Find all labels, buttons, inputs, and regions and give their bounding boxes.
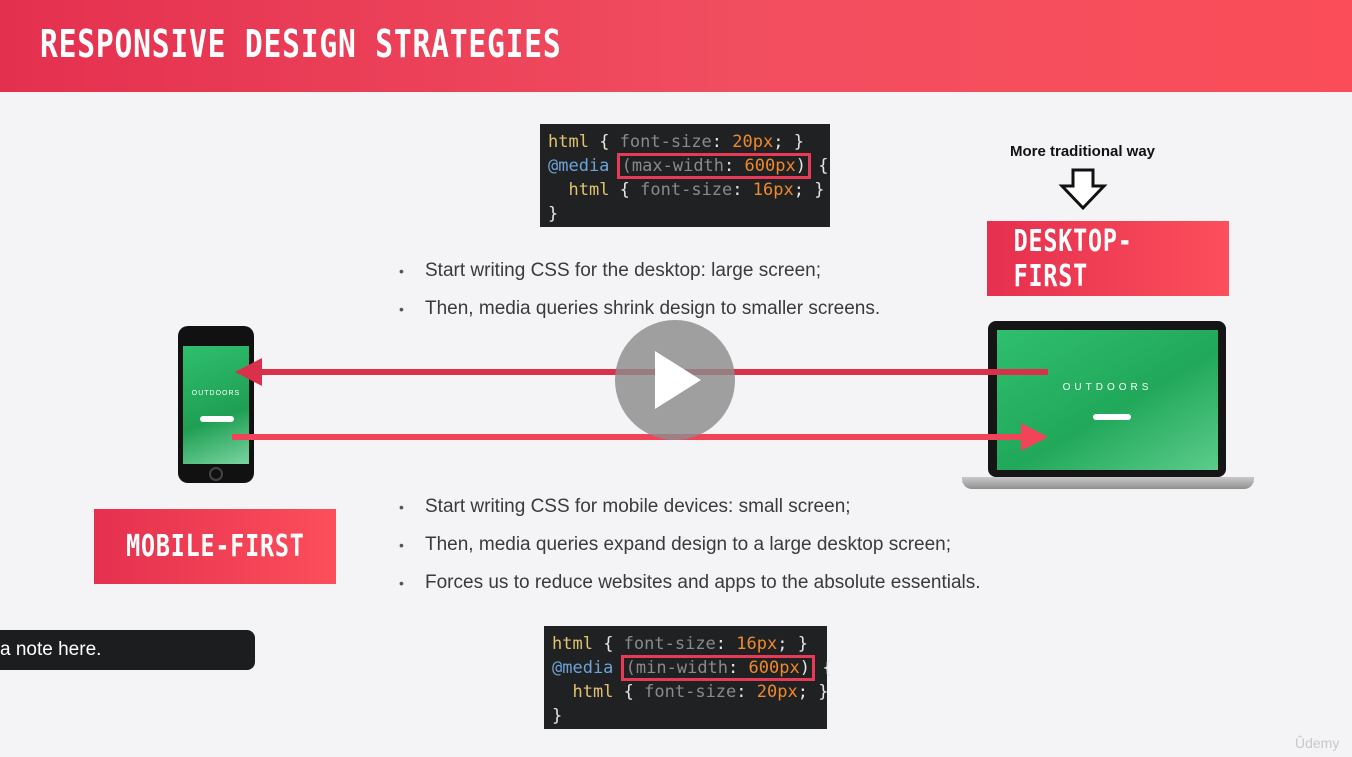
laptop-brand-text: OUTDOORS bbox=[1062, 382, 1153, 393]
slide-header: RESPONSIVE DESIGN STRATEGIES bbox=[0, 0, 1352, 92]
arrow-down-icon bbox=[1058, 168, 1108, 211]
code-token: 16px bbox=[752, 180, 794, 200]
phone-screen: OUTDOORS bbox=[183, 346, 249, 464]
code-token: font-size bbox=[623, 634, 716, 654]
highlighted-media-condition: (max-width: 600px) bbox=[616, 153, 811, 179]
udemy-watermark: Ûdemy bbox=[1295, 735, 1340, 751]
mobile-first-label: MOBILE-FIRST bbox=[94, 509, 336, 584]
play-icon bbox=[655, 351, 701, 409]
code-token: { bbox=[588, 132, 620, 152]
code-token: 20px bbox=[756, 682, 798, 702]
code-token: ) bbox=[795, 156, 806, 176]
code-token: @media bbox=[548, 156, 610, 176]
phone-cta-shape bbox=[200, 416, 234, 422]
code-token: : bbox=[736, 682, 757, 702]
code-token: : bbox=[728, 658, 749, 678]
code-token: { bbox=[613, 682, 645, 702]
code-token bbox=[552, 682, 572, 702]
code-token: } bbox=[552, 706, 563, 726]
code-token: { bbox=[592, 634, 624, 654]
code-token: 16px bbox=[736, 634, 778, 654]
arrow-left-head bbox=[235, 358, 262, 386]
desktop-first-label-text: DESKTOP-FIRST bbox=[1013, 223, 1133, 294]
list-item: Forces us to reduce websites and apps to… bbox=[399, 571, 981, 609]
phone-home-button bbox=[209, 467, 223, 481]
code-token bbox=[613, 658, 623, 678]
code-token: (max-width bbox=[621, 156, 725, 176]
laptop-cta-shape bbox=[1093, 414, 1131, 420]
code-snippet-desktop-first: html { font-size: 20px; } @media (max-wi… bbox=[540, 124, 830, 227]
code-token: ; } bbox=[793, 180, 825, 200]
code-token: { bbox=[811, 658, 833, 678]
highlighted-media-condition: (min-width: 600px) bbox=[620, 655, 815, 681]
laptop-lid: OUTDOORS bbox=[988, 321, 1226, 477]
code-token: (min-width bbox=[625, 658, 729, 678]
list-item: Then, media queries shrink design to sma… bbox=[399, 297, 880, 335]
slide-title: RESPONSIVE DESIGN STRATEGIES bbox=[40, 22, 562, 66]
code-token: ; } bbox=[797, 682, 829, 702]
list-item: Start writing CSS for the desktop: large… bbox=[399, 259, 880, 297]
code-token: font-size bbox=[644, 682, 737, 702]
code-token: html bbox=[572, 682, 614, 702]
code-token: 20px bbox=[732, 132, 774, 152]
note-tooltip[interactable]: a note here. bbox=[0, 630, 255, 670]
code-token: html bbox=[552, 634, 593, 654]
code-token: font-size bbox=[619, 132, 712, 152]
code-token: 600px bbox=[748, 658, 800, 678]
desktop-first-bullets: Start writing CSS for the desktop: large… bbox=[399, 259, 880, 335]
desktop-first-label: DESKTOP-FIRST bbox=[987, 221, 1229, 296]
mobile-first-bullets: Start writing CSS for mobile devices: sm… bbox=[399, 495, 981, 609]
code-token: html bbox=[548, 132, 589, 152]
mobile-first-label-text: MOBILE-FIRST bbox=[125, 529, 305, 564]
code-token: : bbox=[711, 132, 733, 152]
code-token: @media bbox=[552, 658, 614, 678]
code-token: { bbox=[609, 180, 641, 200]
code-token: : bbox=[732, 180, 753, 200]
code-token: } bbox=[548, 204, 559, 224]
code-snippet-mobile-first: html { font-size: 16px; } @media (min-wi… bbox=[544, 626, 832, 729]
code-token: ; } bbox=[773, 132, 804, 152]
traditional-way-note: More traditional way bbox=[1010, 143, 1156, 160]
code-token: html bbox=[568, 180, 610, 200]
laptop-base bbox=[962, 477, 1254, 489]
code-token: : bbox=[715, 634, 737, 654]
code-token: ) bbox=[799, 658, 810, 678]
arrow-right-head bbox=[1021, 423, 1048, 451]
code-token: { bbox=[807, 156, 829, 176]
code-token: 600px bbox=[744, 156, 796, 176]
phone-brand-text: OUTDOORS bbox=[191, 390, 241, 397]
laptop-screen: OUTDOORS bbox=[997, 330, 1218, 470]
code-token: font-size bbox=[640, 180, 733, 200]
code-token: : bbox=[724, 156, 745, 176]
code-token: ; } bbox=[777, 634, 808, 654]
phone-mockup: OUTDOORS bbox=[178, 326, 254, 483]
list-item: Then, media queries expand design to a l… bbox=[399, 533, 981, 571]
list-item: Start writing CSS for mobile devices: sm… bbox=[399, 495, 981, 533]
video-play-button[interactable] bbox=[615, 320, 735, 440]
